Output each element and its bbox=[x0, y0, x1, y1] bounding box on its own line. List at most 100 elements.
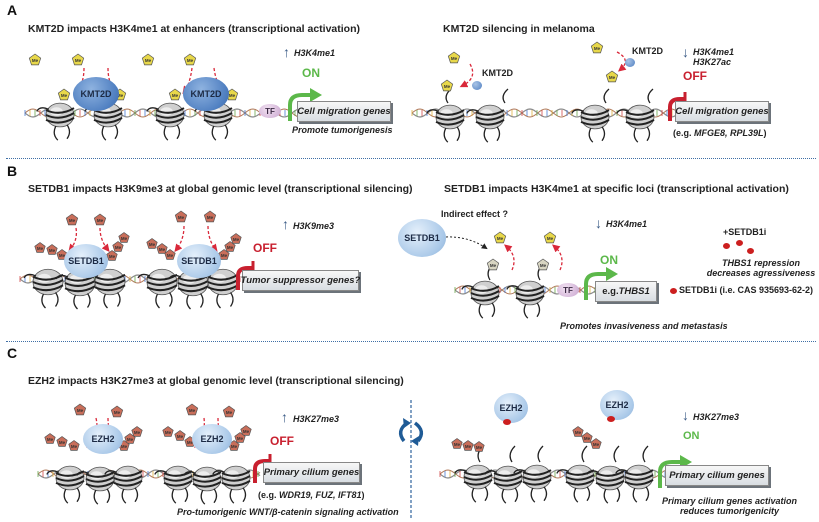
histone-tail bbox=[154, 470, 168, 475]
indirect-effect-arrow bbox=[445, 236, 488, 250]
histone-tail bbox=[537, 445, 544, 463]
cycle-arrowhead bbox=[411, 436, 419, 446]
dna-wrap bbox=[55, 475, 85, 482]
methyl-mark-icon bbox=[146, 238, 158, 249]
panel-divider-ab bbox=[6, 158, 816, 159]
dna-wrap bbox=[113, 470, 143, 477]
dna-wrap bbox=[192, 481, 222, 488]
indirect-effect-label: Indirect effect ? bbox=[441, 209, 509, 219]
red-dashed-arrow bbox=[504, 244, 515, 271]
histone-tail bbox=[163, 125, 169, 141]
panel-b-right-gene-box: e.g. THBS1 bbox=[595, 281, 657, 302]
enzyme-label: EZH2 bbox=[91, 434, 115, 444]
panel-c-right-mark: H3K27me3 bbox=[693, 412, 740, 422]
dna-wrap bbox=[55, 480, 85, 487]
histone-tail bbox=[168, 274, 182, 280]
histone-tail bbox=[211, 125, 217, 141]
caption-line-1: Primary cilium genes activation bbox=[661, 496, 798, 506]
histone-tail bbox=[224, 124, 229, 140]
dna-wrap bbox=[192, 476, 222, 483]
methyl-mark-label: Me bbox=[229, 93, 236, 98]
dna-wrap bbox=[470, 295, 500, 302]
histone-tail bbox=[76, 487, 81, 503]
histone-tail bbox=[484, 486, 489, 502]
methyl-mark-icon bbox=[185, 403, 199, 416]
methyl-mark-icon bbox=[118, 232, 130, 243]
kmt2d-free-blob-1 bbox=[472, 81, 482, 90]
methyl-mark-label: Me bbox=[167, 253, 174, 258]
red-dashed-arrow bbox=[182, 67, 193, 95]
promoter-on-arrowhead bbox=[310, 88, 322, 102]
dna-wrap bbox=[522, 469, 552, 476]
methyl-mark-label: Me bbox=[47, 437, 54, 442]
histone-tail bbox=[53, 125, 59, 141]
panel-b-left-state: OFF bbox=[253, 241, 277, 255]
histone-tail bbox=[586, 470, 600, 475]
methyl-mark-icon bbox=[230, 233, 242, 244]
dna-wrap bbox=[177, 280, 209, 287]
panel-b-right-title: SETDB1 impacts H3K4me1 at specific loci … bbox=[444, 183, 789, 195]
histone-tail bbox=[642, 445, 649, 463]
promoter-on-arrow-icon bbox=[658, 460, 682, 488]
histone-tail bbox=[146, 107, 160, 112]
dna-wrap bbox=[155, 117, 185, 124]
histone-tail bbox=[242, 487, 247, 503]
methyl-mark-icon bbox=[124, 433, 136, 444]
histone-tail bbox=[229, 292, 234, 307]
histone-tail bbox=[176, 124, 181, 140]
inhibitor-legend: SETDB1i (i.e. CAS 935693-62-2) bbox=[679, 285, 814, 295]
dna-wrap bbox=[580, 119, 610, 126]
dna-wrap bbox=[64, 285, 96, 293]
enzyme-label: SETDB1 bbox=[68, 256, 104, 266]
histone-tail bbox=[466, 109, 480, 114]
dna-wrap bbox=[85, 471, 115, 478]
methyl-mark-icon bbox=[486, 258, 500, 271]
kmt2d-free-label-1: KMT2D bbox=[482, 68, 513, 78]
histone-tail bbox=[104, 470, 118, 475]
histone-tail bbox=[200, 489, 206, 505]
dna-wrap bbox=[207, 284, 239, 292]
red-dashed-arrow bbox=[99, 227, 110, 253]
methyl-mark-label: Me bbox=[187, 440, 194, 445]
histone-tail bbox=[168, 292, 173, 307]
dna-wrap bbox=[32, 279, 64, 286]
methyl-mark-label: Me bbox=[114, 410, 121, 415]
ezh2-enzyme-1: EZH2 bbox=[83, 424, 123, 454]
setdb1-enzyme-indirect: SETDB1 bbox=[398, 219, 446, 257]
histone-tail bbox=[101, 125, 107, 141]
histone-tail bbox=[86, 293, 91, 308]
histone-tail bbox=[603, 488, 609, 504]
dna-wrap bbox=[463, 474, 493, 481]
methyl-mark-label: Me bbox=[593, 442, 600, 447]
histone-tail bbox=[456, 126, 461, 142]
panel-c-left-caption: Pro-tumorigenic WNT/β-catenin signaling … bbox=[177, 507, 399, 517]
methyl-mark-icon bbox=[168, 88, 182, 101]
histone-tail bbox=[513, 469, 527, 474]
dna-wrap bbox=[522, 474, 552, 481]
dna-wrap bbox=[177, 285, 209, 293]
histone-tail bbox=[213, 488, 218, 504]
methyl-mark-label: Me bbox=[117, 93, 124, 98]
dna-wrap bbox=[515, 290, 545, 297]
inhibitor-dot bbox=[723, 243, 730, 249]
methyl-mark-label: Me bbox=[243, 429, 250, 434]
red-dashed-arrow bbox=[107, 67, 118, 94]
dna-wrap bbox=[580, 109, 610, 116]
dna-wrap bbox=[146, 284, 178, 292]
histone-tail bbox=[23, 273, 37, 279]
dna-wrap bbox=[221, 475, 251, 482]
histone-tail bbox=[588, 127, 594, 143]
methyl-mark-icon bbox=[493, 231, 507, 244]
gene-prefix: e.g. bbox=[602, 286, 619, 297]
up-arrow-icon: ↑ bbox=[282, 216, 289, 232]
methyl-mark-icon bbox=[174, 430, 186, 441]
methyl-mark-icon bbox=[203, 210, 217, 223]
methyl-mark-icon bbox=[162, 426, 174, 437]
dna-wrap bbox=[580, 114, 610, 121]
enzyme-label: KMT2D bbox=[80, 89, 112, 99]
enzyme-label: SETDB1 bbox=[404, 233, 440, 243]
dna-wrap bbox=[565, 479, 595, 486]
histone-tail bbox=[471, 487, 477, 503]
histone-tail bbox=[212, 470, 226, 475]
dna-wrap bbox=[565, 474, 595, 481]
